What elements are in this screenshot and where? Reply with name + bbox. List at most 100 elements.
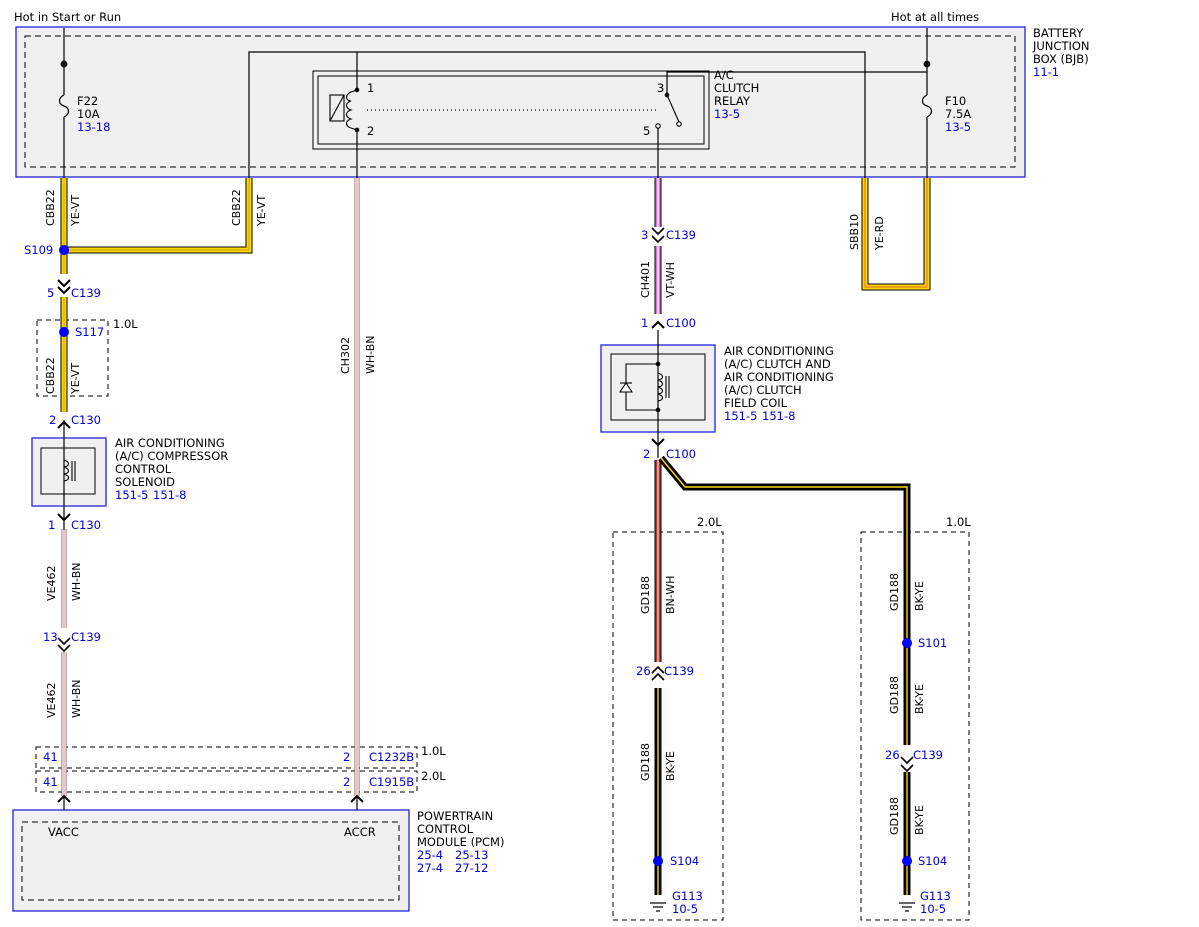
wire-color-ve462-lower: WH-BN: [70, 680, 83, 719]
clutch-coil-name-line-2: (A/C) CLUTCH AND: [724, 357, 831, 371]
engine-label-c1232b: 1.0L: [421, 744, 446, 758]
solenoid-ref-2[interactable]: 151-8: [153, 488, 186, 502]
splice-label-s101[interactable]: S101: [918, 636, 947, 650]
conn-c1232b[interactable]: C1232B: [369, 750, 414, 764]
wire-label-ch401: CH401: [639, 261, 652, 298]
pin-26-c139-right: 26: [885, 748, 900, 762]
pin-2-c100: 2: [643, 447, 650, 461]
bjb-name-line-3: BOX (BJB): [1033, 52, 1089, 66]
clutch-coil-name-line-4: (A/C) CLUTCH: [724, 383, 802, 397]
conn-c139-b[interactable]: C139: [71, 630, 101, 644]
conn-c130-b[interactable]: C130: [71, 518, 101, 532]
fuse-f22-rating: 10A: [77, 107, 100, 121]
ground-g113-right[interactable]: G113: [920, 889, 951, 903]
conn-c130-a[interactable]: C130: [71, 413, 101, 427]
ac-clutch-relay-box: [312, 70, 710, 150]
pcm-ref-3[interactable]: 27-4: [417, 861, 443, 875]
wire-bk-ye: [654, 455, 911, 895]
pin-5-c139: 5: [47, 286, 54, 300]
wire-label-gd188-e: GD188: [888, 797, 901, 835]
pin-2-c1915b: 2: [343, 775, 350, 789]
bjb-name-line-2: JUNCTION: [1032, 39, 1090, 53]
splice-label-s109[interactable]: S109: [24, 243, 53, 257]
conn-c139-c[interactable]: C139: [666, 228, 696, 242]
relay-ref[interactable]: 13-5: [714, 107, 740, 121]
pcm-ref-1[interactable]: 25-4: [417, 848, 443, 862]
ground-g113-left-ref[interactable]: 10-5: [672, 902, 698, 916]
pin-3-c139: 3: [641, 228, 648, 242]
conn-c1915b[interactable]: C1915B: [369, 775, 414, 789]
solenoid-name-line-4: SOLENOID: [115, 475, 175, 489]
solenoid-ref-1[interactable]: 151-5: [115, 488, 148, 502]
pcm-ref-4[interactable]: 27-12: [455, 861, 488, 875]
wire-color-bk-ye-c: BK-YE: [913, 581, 926, 611]
wire-label-gd188-d: GD188: [888, 676, 901, 714]
engine-label-right-ground: 1.0L: [946, 515, 971, 529]
wire-color-bk-ye-d: BK-YE: [913, 684, 926, 714]
pcm-name-line-2: CONTROL: [417, 822, 474, 836]
wire-color-ch401: VT-WH: [664, 262, 677, 298]
short-connector-wires: [63, 330, 659, 810]
wire-wh-bn: [61, 178, 360, 796]
fuse-f22-ref[interactable]: 13-18: [77, 120, 110, 134]
wire-cbb22: [60, 178, 253, 412]
clutch-coil-ref-2[interactable]: 151-8: [762, 409, 795, 423]
wire-label-ve462-lower: VE462: [45, 683, 58, 718]
pcm-ref-2[interactable]: 25-13: [455, 848, 488, 862]
wire-label-ve462-upper: VE462: [45, 566, 58, 601]
splice-s117: [59, 327, 69, 337]
wire-color-bk-ye-b: BK-YE: [664, 751, 677, 781]
bjb-ref[interactable]: 11-1: [1033, 65, 1059, 79]
fuse-f22-symbol: [58, 60, 70, 118]
conn-c139-e[interactable]: C139: [913, 748, 943, 762]
solenoid-box: [31, 437, 107, 507]
ground-g113-left[interactable]: G113: [672, 889, 703, 903]
clutch-coil-name-line-5: FIELD COIL: [724, 396, 788, 410]
hot-all-times-label: Hot at all times: [891, 10, 979, 24]
wire-color-cbb22-top: YE-VT: [69, 194, 82, 227]
fuse-f22-id: F22: [77, 94, 98, 108]
pin-1-c130: 1: [48, 518, 55, 532]
wire-label-gd188-a: GD188: [639, 576, 652, 614]
relay-coil-symbol: [329, 87, 360, 133]
fuse-f10-rating: 7.5A: [945, 107, 971, 121]
conn-c139-d[interactable]: C139: [664, 664, 694, 678]
splice-label-s104-left[interactable]: S104: [670, 854, 699, 868]
fuse-f10-id: F10: [945, 94, 966, 108]
relay-pin-5: 5: [643, 124, 650, 138]
conn-c100-b[interactable]: C100: [666, 447, 696, 461]
engine-label-c1915b: 2.0L: [421, 769, 446, 783]
pin-2-c130: 2: [49, 413, 56, 427]
solenoid-name-line-1: AIR CONDITIONING: [115, 436, 225, 450]
splice-label-s104-right[interactable]: S104: [918, 854, 947, 868]
wire-label-gd188-b: GD188: [639, 743, 652, 781]
pin-41-c1915b: 41: [43, 775, 58, 789]
splice-s104-right: [902, 856, 912, 866]
wire-color-bk-ye-e: BK-YE: [913, 805, 926, 835]
splice-label-s117[interactable]: S117: [75, 325, 104, 339]
clutch-coil-name-line-3: AIR CONDITIONING: [724, 370, 834, 384]
engine-label-s117: 1.0L: [113, 317, 138, 331]
ground-g113-right-ref[interactable]: 10-5: [920, 902, 946, 916]
fuse-f10-ref[interactable]: 13-5: [945, 120, 971, 134]
fuse-f10-symbol: [921, 60, 933, 118]
wire-color-ve462-upper: WH-BN: [70, 563, 83, 602]
conn-c100-a[interactable]: C100: [666, 316, 696, 330]
pin-26-c139-left: 26: [636, 664, 651, 678]
pcm-box: [12, 809, 410, 912]
wire-label-cbb22-lower: CBB22: [44, 357, 57, 394]
wire-label-cbb22-top: CBB22: [44, 189, 57, 226]
clutch-coil-ref-1[interactable]: 151-5: [724, 409, 757, 423]
engine-label-left-ground: 2.0L: [697, 515, 722, 529]
relay-pin-3: 3: [657, 81, 664, 95]
wire-color-sbb10: YE-RD: [873, 216, 886, 251]
pin-2-c1232b: 2: [343, 750, 350, 764]
conn-c139-a[interactable]: C139: [71, 286, 101, 300]
splice-s109: [59, 245, 69, 255]
solenoid-name-line-3: CONTROL: [115, 462, 172, 476]
dashed-variant-boxes: [35, 319, 970, 921]
splice-s101: [902, 638, 912, 648]
relay-switch-symbol: [655, 92, 682, 129]
wire-label-cbb22-branch: CBB22: [230, 189, 243, 226]
battery-junction-box: [15, 26, 1026, 178]
